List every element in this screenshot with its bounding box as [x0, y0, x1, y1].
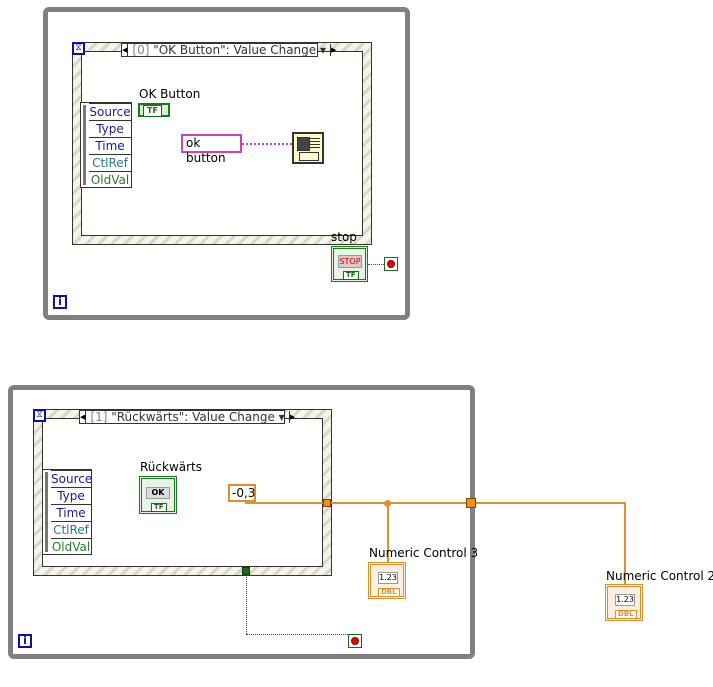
edn-ctlref[interactable]: CtlRef	[51, 521, 91, 538]
stop-wire-horizontal	[246, 634, 348, 635]
numeric-constant[interactable]: -0,3	[228, 484, 256, 502]
event-case-selector[interactable]: ◀ [1] "Rückwärts": Value Change ▾ ▶	[79, 410, 296, 424]
string-wire	[242, 143, 292, 145]
ok-button-label: OK Button	[139, 87, 201, 101]
numeric-control-2-terminal[interactable]: 1.23 DBL	[605, 584, 643, 621]
numeric-wire-branch-2	[624, 502, 626, 586]
wire-junction-dot	[384, 500, 391, 507]
stop-button-face: STOP	[338, 255, 362, 268]
ok-button-terminal[interactable]: TF	[138, 103, 170, 117]
event-case-label: "OK Button": Value Change	[153, 43, 317, 57]
iteration-terminal-1: i	[53, 295, 67, 309]
event-data-node[interactable]: Source Type Time CtlRef OldVal	[80, 102, 132, 188]
one-button-dialog-icon[interactable]	[292, 132, 324, 164]
edn-oldval[interactable]: OldVal	[89, 171, 131, 187]
edn-source[interactable]: Source	[89, 103, 131, 119]
edn-time[interactable]: Time	[51, 504, 91, 521]
numeric-control-2-display: 1.23	[615, 594, 635, 606]
timeout-terminal-icon: ⧖	[72, 42, 85, 55]
stop-button-terminal[interactable]: STOP TF	[331, 246, 368, 282]
edn-type[interactable]: Type	[89, 120, 131, 137]
edn-source[interactable]: Source	[51, 470, 93, 486]
edn-type[interactable]: Type	[51, 487, 91, 504]
rueckwaerts-button-face: OK	[146, 487, 170, 499]
rueckwaerts-label: Rückwärts	[140, 460, 203, 474]
edn-oldval[interactable]: OldVal	[51, 538, 91, 554]
numeric-wire-branch-3	[387, 502, 389, 570]
prev-case-arrow-icon[interactable]: ◀	[122, 44, 129, 56]
timeout-terminal-icon: ⧖	[33, 409, 46, 422]
edn-ctlref[interactable]: CtlRef	[89, 154, 131, 171]
loop-condition-terminal-2[interactable]	[348, 634, 362, 648]
stop-wire	[368, 264, 384, 265]
event-case-selector[interactable]: ◀ [0] "OK Button": Value Change ▾ ▶	[121, 43, 337, 57]
event-structure-tunnel[interactable]	[323, 499, 331, 507]
iteration-terminal-2: i	[18, 634, 32, 648]
next-case-arrow-icon[interactable]: ▶	[288, 411, 296, 423]
event-case-label: "Rückwärts": Value Change	[111, 410, 275, 424]
event-data-node[interactable]: Source Type Time CtlRef OldVal	[42, 469, 92, 555]
string-constant[interactable]: ok button	[181, 134, 242, 165]
edn-time[interactable]: Time	[89, 137, 131, 154]
stop-wire-vertical	[246, 575, 247, 634]
rueckwaerts-button-terminal[interactable]: OK TF	[139, 476, 177, 514]
prev-case-arrow-icon[interactable]: ◀	[80, 411, 87, 423]
numeric-control-2-label: Numeric Control 2	[606, 569, 713, 583]
numeric-control-3-label: Numeric Control 3	[369, 546, 479, 560]
loop-tunnel[interactable]	[466, 498, 476, 508]
loop-condition-terminal-1[interactable]	[384, 257, 398, 271]
stop-label: stop	[331, 230, 357, 244]
boolean-tunnel[interactable]	[242, 567, 250, 575]
numeric-control-3-terminal[interactable]: 1.23 DBL	[368, 562, 406, 599]
numeric-wire	[245, 502, 625, 504]
next-case-arrow-icon[interactable]: ▶	[330, 44, 337, 56]
numeric-control-3-display: 1.23	[378, 572, 398, 584]
